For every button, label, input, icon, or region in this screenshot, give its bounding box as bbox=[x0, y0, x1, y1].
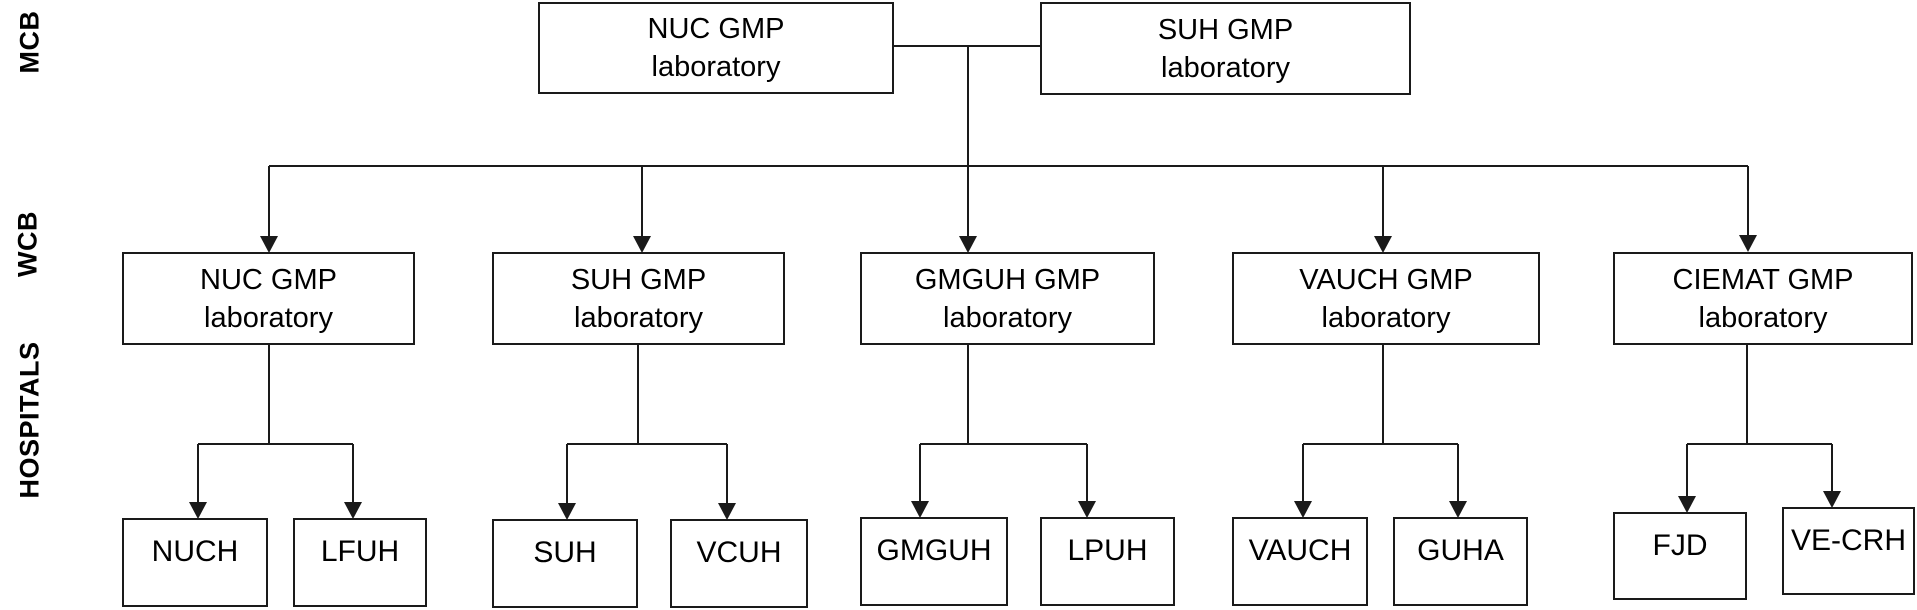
arrowhead-icons bbox=[189, 235, 1841, 520]
node-hospital-lfuh: LFUH bbox=[293, 518, 427, 607]
node-hospital-vauch: VAUCH bbox=[1232, 517, 1368, 606]
node-mcb-suh-gmp-laboratory: SUH GMP laboratory bbox=[1040, 2, 1411, 95]
node-wcb-suh-gmp-laboratory: SUH GMP laboratory bbox=[492, 252, 785, 345]
node-mcb-nuc-gmp-laboratory: NUC GMP laboratory bbox=[538, 2, 894, 94]
node-hospital-ve-crh: VE-CRH bbox=[1782, 507, 1915, 595]
node-wcb-gmguh-gmp-laboratory: GMGUH GMP laboratory bbox=[860, 252, 1155, 345]
connector-group-feeds bbox=[268, 345, 1748, 444]
node-wcb-nuc-gmp-laboratory: NUC GMP laboratory bbox=[122, 252, 415, 345]
connector-hospital-drops bbox=[197, 444, 1833, 504]
row-label-mcb: MCB bbox=[14, 10, 45, 74]
node-hospital-vcuh: VCUH bbox=[670, 519, 808, 608]
node-wcb-vauch-gmp-laboratory: VAUCH GMP laboratory bbox=[1232, 252, 1540, 345]
node-hospital-lpuh: LPUH bbox=[1040, 517, 1175, 606]
node-wcb-ciemat-gmp-laboratory: CIEMAT GMP laboratory bbox=[1613, 252, 1913, 345]
row-label-wcb: WCB bbox=[12, 211, 43, 277]
connector-branch-drops bbox=[268, 166, 1749, 237]
node-hospital-guha: GUHA bbox=[1393, 517, 1528, 606]
node-hospital-gmguh: GMGUH bbox=[860, 517, 1008, 606]
node-hospital-suh: SUH bbox=[492, 519, 638, 608]
node-hospital-nuch: NUCH bbox=[122, 518, 268, 607]
node-hospital-fjd: FJD bbox=[1613, 512, 1747, 600]
row-label-hospitals: HOSPITALS bbox=[14, 341, 45, 499]
